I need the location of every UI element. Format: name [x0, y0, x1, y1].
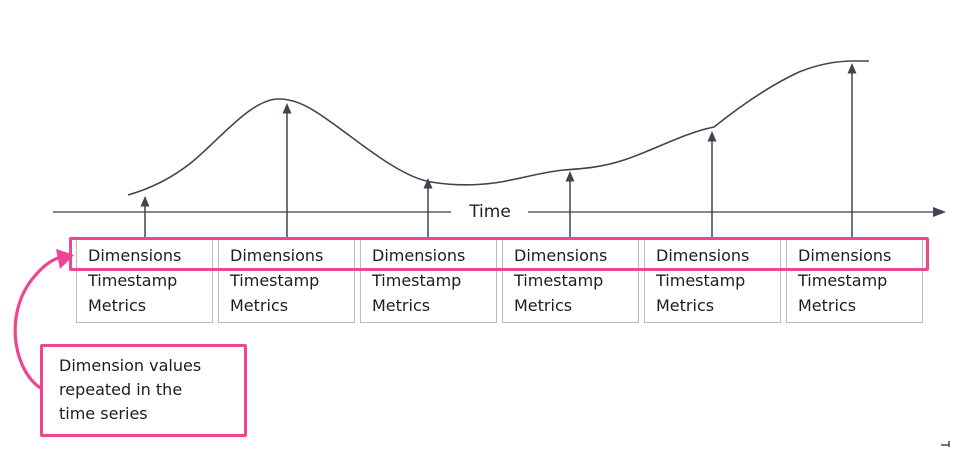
arrowhead-icon	[707, 131, 717, 142]
sample-arrow-6	[847, 63, 857, 238]
record-field-dimensions: Dimensions	[514, 246, 608, 265]
arrowhead-icon	[565, 171, 575, 182]
sample-arrow-5	[707, 131, 717, 238]
callout-note: Dimension values repeated in the time se…	[40, 344, 247, 437]
sample-arrow-2	[282, 103, 292, 238]
record-field-timestamp: Timestamp	[230, 271, 320, 290]
record-field-metrics: Metrics	[514, 296, 573, 315]
record-field-timestamp: Timestamp	[514, 271, 604, 290]
record-card: Dimensions Timestamp Metrics	[76, 238, 213, 323]
record-field-metrics: Metrics	[88, 296, 147, 315]
dimensions-row-highlight	[69, 237, 929, 271]
record-field-dimensions: Dimensions	[88, 246, 182, 265]
record-card: Dimensions Timestamp Metrics	[502, 238, 639, 323]
record-card: Dimensions Timestamp Metrics	[360, 238, 497, 323]
record-field-dimensions: Dimensions	[798, 246, 892, 265]
record-field-timestamp: Timestamp	[656, 271, 746, 290]
record-field-dimensions: Dimensions	[372, 246, 466, 265]
record-field-dimensions: Dimensions	[230, 246, 324, 265]
arrowhead-icon	[423, 178, 433, 189]
record-field-dimensions: Dimensions	[656, 246, 750, 265]
record-field-timestamp: Timestamp	[372, 271, 462, 290]
arrowhead-icon	[847, 63, 857, 74]
arrowhead-icon	[140, 196, 150, 207]
arrowhead-icon	[282, 103, 292, 114]
record-field-metrics: Metrics	[656, 296, 715, 315]
record-field-timestamp: Timestamp	[88, 271, 178, 290]
record-field-metrics: Metrics	[372, 296, 431, 315]
record-field-metrics: Metrics	[798, 296, 857, 315]
record-card: Dimensions Timestamp Metrics	[644, 238, 781, 323]
sample-arrow-4	[565, 171, 575, 238]
sample-arrow-1	[140, 196, 150, 238]
time-series-curve	[127, 60, 869, 196]
time-axis-arrowhead	[933, 207, 946, 217]
time-axis-label: Time	[469, 202, 511, 222]
sample-arrow-3	[423, 178, 433, 238]
cursor-artifact	[941, 441, 950, 447]
record-card: Dimensions Timestamp Metrics	[218, 238, 355, 323]
record-field-timestamp: Timestamp	[798, 271, 888, 290]
record-field-metrics: Metrics	[230, 296, 289, 315]
